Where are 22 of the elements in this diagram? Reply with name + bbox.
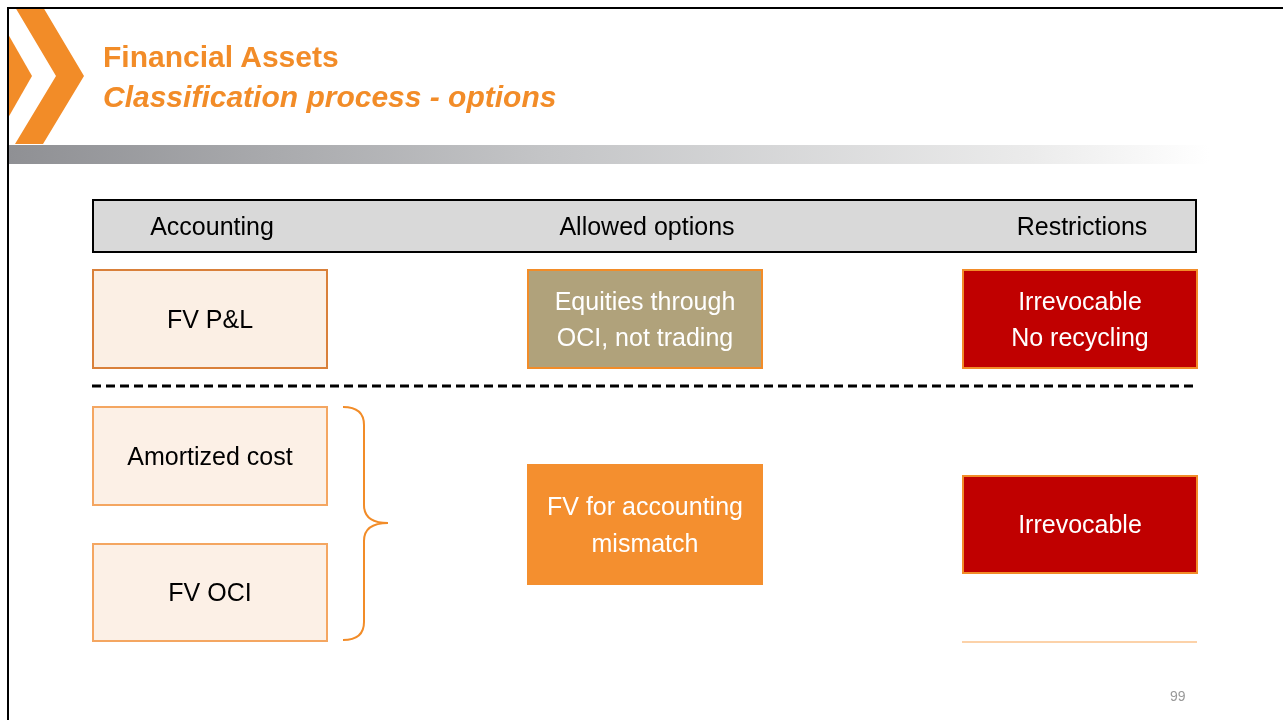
category-box	[92, 406, 328, 506]
category-box	[92, 543, 328, 642]
option-box	[527, 269, 763, 369]
column-heading: Restrictions	[1016, 210, 1148, 242]
column-heading: Accounting	[150, 210, 274, 242]
restriction-box	[962, 269, 1198, 369]
option-box	[527, 464, 763, 585]
restriction-box	[962, 475, 1198, 574]
box-label: Irrevocable	[1018, 509, 1142, 541]
box-label: Amortized cost	[127, 440, 293, 472]
slide-title: Financial Assets	[103, 40, 339, 74]
box-label: FV P&L	[166, 303, 254, 335]
column-heading: Allowed options	[559, 210, 735, 242]
box-label: Equities through OCI, not trading	[553, 285, 737, 353]
slide-subtitle: Classification process - options	[103, 80, 557, 114]
column-header-bar	[92, 199, 1197, 253]
box-label: FV for accounting mismatch	[546, 491, 744, 559]
box-label: Irrevocable	[1018, 285, 1142, 317]
box-label: No recycling	[1011, 322, 1149, 353]
box-label: FV OCI	[168, 577, 252, 609]
category-box	[92, 269, 328, 369]
page-number: 99	[1170, 688, 1186, 704]
